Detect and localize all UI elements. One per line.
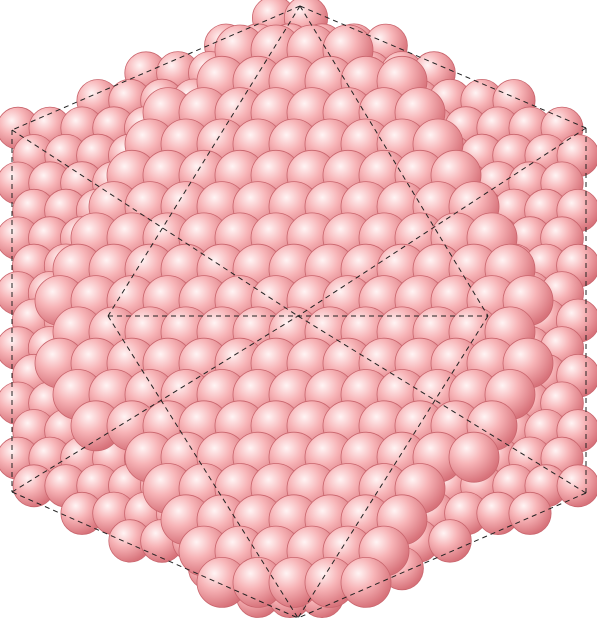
- sphere: [509, 492, 551, 534]
- sphere: [449, 432, 499, 482]
- sphere: [557, 465, 597, 507]
- sphere: [429, 520, 472, 563]
- sphere: [341, 557, 391, 607]
